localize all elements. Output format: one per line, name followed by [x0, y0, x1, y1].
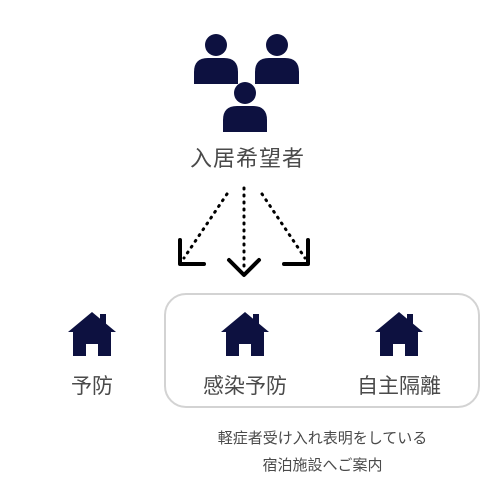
- house-icon: [221, 312, 269, 356]
- destination-label-infection-prevention: 感染予防: [203, 374, 287, 398]
- destination-label-prevention: 予防: [71, 374, 113, 398]
- people-group-icon: [194, 34, 299, 132]
- applicant-label: 入居希望者: [189, 147, 305, 172]
- arrow-right: [260, 192, 307, 260]
- house-icon: [375, 312, 423, 356]
- note-line-2: 宿泊施設へご案内: [262, 456, 383, 474]
- arrowhead-right: [282, 238, 310, 266]
- branch-arrows: [178, 186, 310, 277]
- destination-label-self-isolation: 自主隔離: [357, 374, 441, 398]
- arrowhead-left: [178, 238, 206, 266]
- infection-group-box: [164, 293, 480, 408]
- house-icon: [68, 312, 116, 356]
- arrow-left: [182, 192, 229, 260]
- note-line-1: 軽症者受け入れ表明をしている: [217, 429, 428, 447]
- arrowhead-center: [227, 258, 261, 277]
